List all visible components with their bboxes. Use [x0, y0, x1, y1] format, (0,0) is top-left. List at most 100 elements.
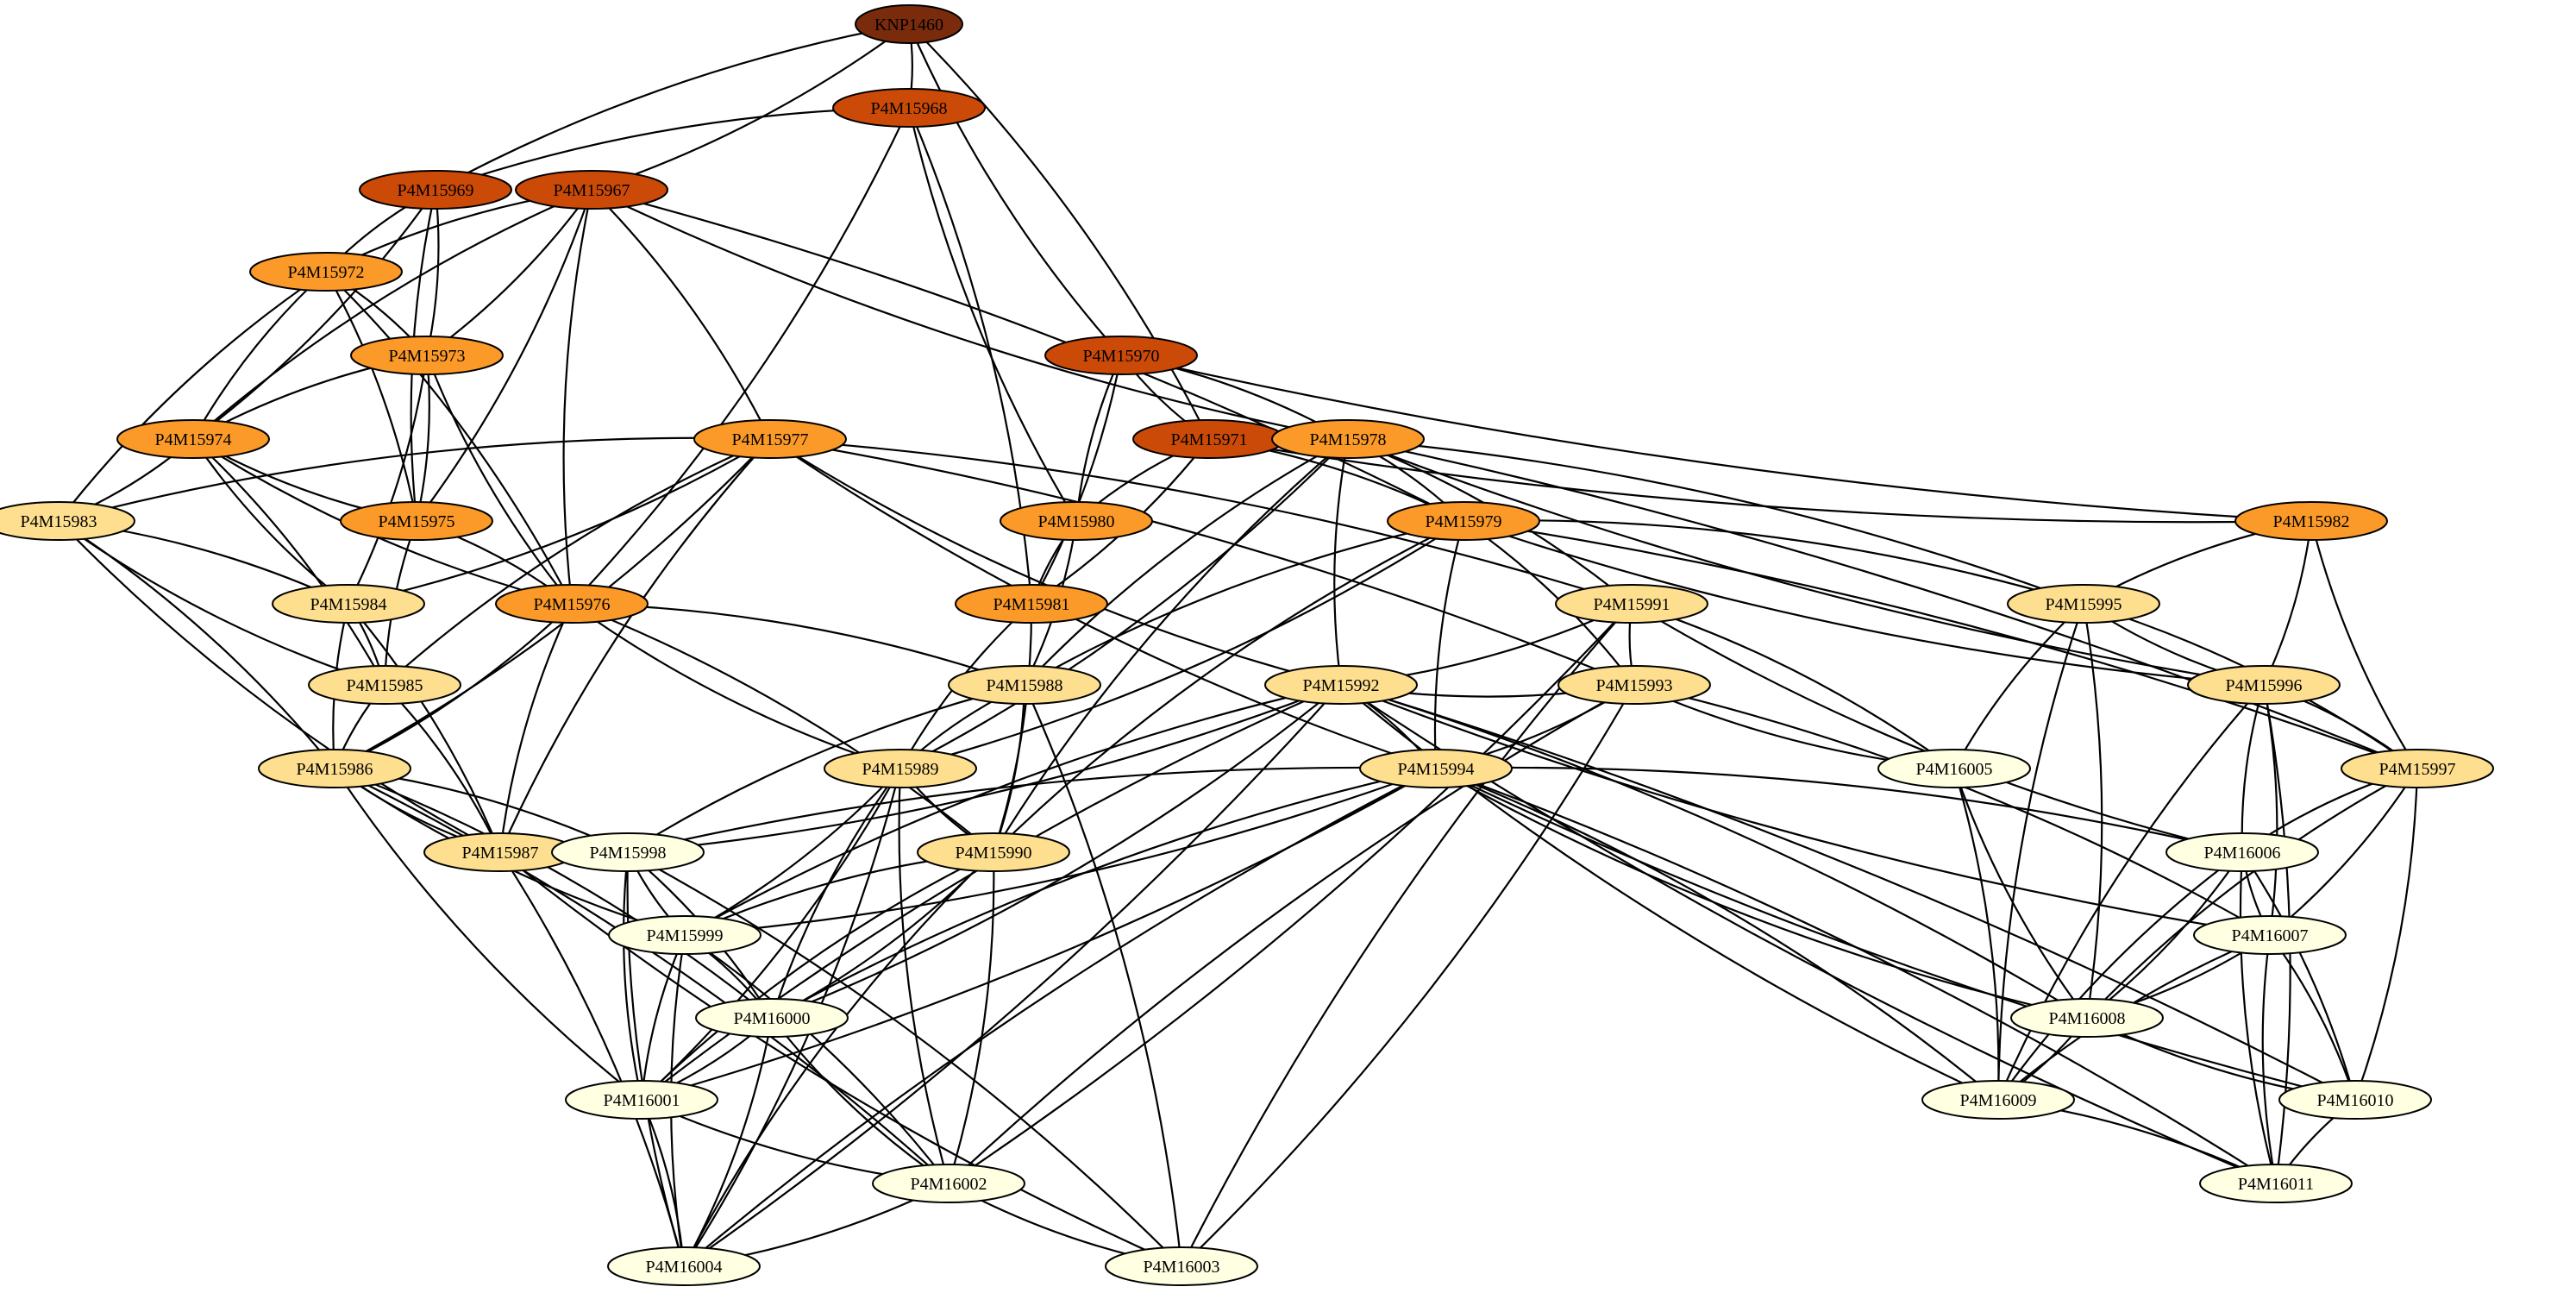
node-P4M16006: P4M16006 — [2165, 832, 2319, 872]
node-P4M15988: P4M15988 — [948, 665, 1101, 705]
edge-P4M15994-P4M15998 — [627, 766, 1437, 854]
edge-P4M15992-P4M15998 — [627, 683, 1342, 854]
node-ellipse — [1271, 419, 1425, 459]
edge-P4M15969-P4M15974 — [192, 189, 436, 440]
node-label: P4M16010 — [2317, 1091, 2394, 1110]
node-P4M15979: P4M15979 — [1387, 501, 1540, 541]
edge-P4M15990-P4M16001 — [641, 851, 994, 1101]
node-P4M16002: P4M16002 — [872, 1164, 1025, 1203]
node-label: P4M15996 — [2226, 676, 2303, 695]
node-ellipse — [2007, 584, 2160, 624]
edge-P4M15984-P4M15987 — [348, 603, 502, 853]
edge-P4M15983-P4M15986 — [58, 520, 335, 769]
node-label: P4M15983 — [21, 512, 97, 531]
edge-P4M15978-P4M15989 — [899, 438, 1349, 769]
edge-P4M15978-P4M15997 — [1347, 437, 2418, 770]
node-P4M15981: P4M15981 — [955, 584, 1108, 624]
edge-P4M15979-P4M15989 — [899, 520, 1464, 770]
node-P4M16004: P4M16004 — [607, 1246, 761, 1286]
node-ellipse — [2234, 501, 2388, 541]
edge-P4M15971-P4M15982 — [1208, 437, 2312, 524]
edge-P4M15992-P4M15999 — [684, 683, 1342, 936]
node-ellipse — [249, 252, 403, 292]
node-label: P4M15978 — [1310, 430, 1387, 449]
edge-P4M15967-P4M15974 — [192, 188, 592, 440]
node-ellipse — [955, 584, 1108, 624]
edge-P4M16005-P4M16009 — [1952, 768, 2000, 1101]
node-ellipse — [1000, 501, 1153, 541]
edge-P4M15977-P4M15984 — [348, 438, 771, 606]
edge-P4M15994-P4M16000 — [771, 767, 1437, 1019]
node-P4M15974: P4M15974 — [116, 419, 270, 459]
node-label: P4M15987 — [462, 844, 539, 863]
edge-P4M15990-P4M16004 — [683, 851, 994, 1267]
edge-KNP1460-P4M15969 — [435, 22, 910, 191]
node-ellipse — [1105, 1246, 1258, 1286]
edge-P4M15997-P4M16010 — [2353, 768, 2419, 1101]
edge-P4M15997-P4M16008 — [2086, 768, 2418, 1019]
edge-P4M15986-P4M16002 — [334, 768, 950, 1184]
edge-P4M15979-P4M15996 — [1463, 519, 2265, 687]
node-P4M15989: P4M15989 — [824, 749, 977, 788]
edge-P4M15999-P4M16002 — [684, 934, 950, 1184]
node-P4M15984: P4M15984 — [272, 584, 425, 624]
edge-P4M15967-P4M15977 — [591, 189, 771, 440]
edge-P4M15972-P4M15983 — [58, 271, 327, 522]
node-label: P4M15990 — [956, 844, 1032, 863]
edge-P4M15994-P4M16011 — [1435, 767, 2277, 1184]
edge-KNP1460-P4M15967 — [591, 23, 910, 191]
edge-P4M15973-P4M15976 — [425, 355, 573, 605]
node-label: P4M15980 — [1038, 512, 1115, 531]
node-P4M15998: P4M15998 — [551, 832, 705, 872]
node-label: P4M16002 — [911, 1175, 987, 1194]
node-P4M15993: P4M15993 — [1558, 665, 1711, 705]
node-label: P4M15988 — [987, 676, 1063, 695]
edge-P4M15994-P4M15999 — [684, 767, 1437, 937]
edge-P4M15968-P4M15976 — [571, 107, 910, 605]
edge-P4M15998-P4M16001 — [623, 851, 643, 1101]
edge-P4M15994-P4M16004 — [683, 768, 1437, 1267]
edge-P4M15986-P4M16001 — [334, 768, 642, 1101]
node-label: P4M15976 — [534, 595, 611, 614]
edge-P4M15968-P4M15980 — [907, 107, 1077, 522]
node-P4M15969: P4M15969 — [359, 170, 512, 210]
edge-P4M15968-P4M15969 — [435, 106, 910, 191]
edge-P4M15994-P4M16009 — [1435, 767, 1999, 1101]
node-ellipse — [1044, 336, 1198, 375]
node-label: P4M15994 — [1398, 760, 1475, 779]
node-ellipse — [2199, 1164, 2353, 1203]
node-label: P4M16006 — [2204, 844, 2281, 863]
edge-P4M15998-P4M16003 — [627, 851, 1182, 1267]
node-P4M15977: P4M15977 — [693, 419, 847, 459]
edge-P4M15992-P4M16009 — [1340, 684, 1999, 1101]
node-P4M15982: P4M15982 — [2234, 501, 2388, 541]
edge-P4M15977-P4M15985 — [384, 437, 771, 686]
edge-P4M15992-P4M16000 — [771, 684, 1342, 1020]
edge-P4M15973-P4M15984 — [348, 355, 429, 605]
node-P4M16010: P4M16010 — [2278, 1080, 2432, 1120]
edge-P4M15970-P4M15982 — [1120, 354, 2312, 523]
node-label: P4M15989 — [862, 760, 939, 779]
node-ellipse — [272, 584, 425, 624]
node-P4M15994: P4M15994 — [1359, 749, 1513, 788]
node-ellipse — [308, 665, 461, 705]
node-ellipse — [1359, 749, 1513, 788]
edge-P4M15992-P4M16010 — [1340, 683, 2356, 1101]
node-label: P4M15977 — [732, 430, 809, 449]
node-P4M15999: P4M15999 — [608, 915, 762, 955]
node-ellipse — [948, 665, 1101, 705]
node-ellipse — [1264, 665, 1418, 705]
node-P4M16000: P4M16000 — [695, 998, 849, 1038]
node-ellipse — [340, 501, 493, 541]
edge-P4M15974-P4M15985 — [192, 438, 385, 686]
node-ellipse — [2193, 915, 2347, 955]
edge-P4M15988-P4M16003 — [1023, 684, 1183, 1267]
edge-KNP1460-P4M15971 — [908, 23, 1210, 440]
edge-P4M15982-P4M15996 — [2263, 520, 2313, 686]
edge-P4M15978-P4M15995 — [1347, 437, 2084, 606]
edge-P4M15988-P4M15990 — [992, 684, 1026, 853]
node-P4M15970: P4M15970 — [1044, 336, 1198, 375]
node-label: P4M15998 — [590, 844, 667, 863]
